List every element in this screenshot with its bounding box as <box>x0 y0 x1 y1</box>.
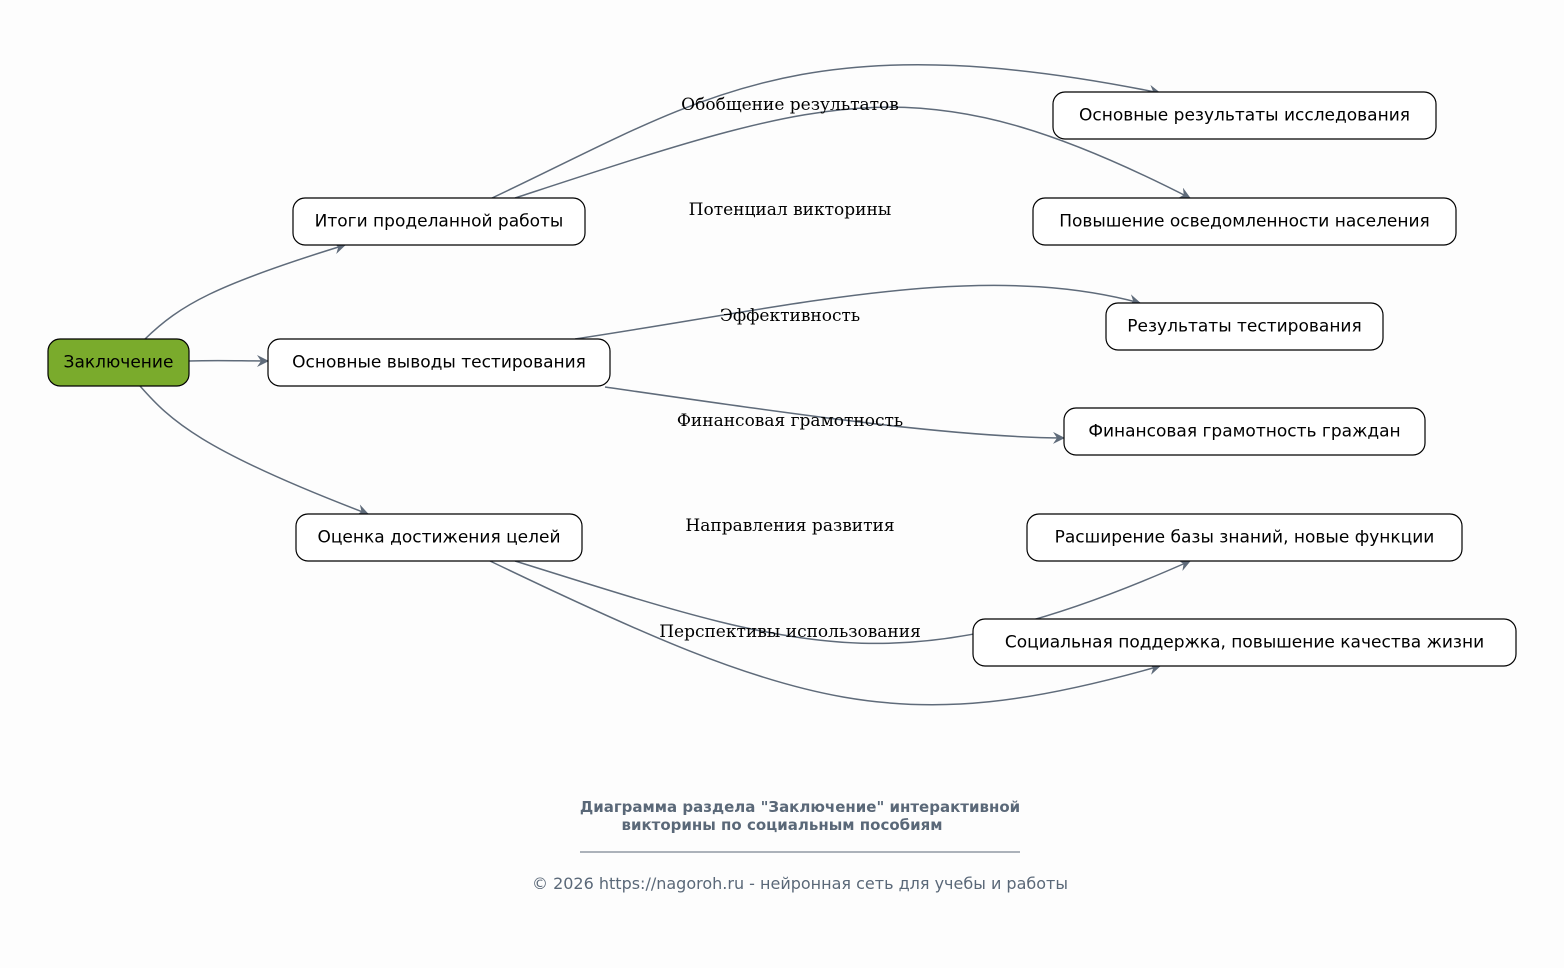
node-label: Результаты тестирования <box>1127 317 1361 337</box>
node-leaf[interactable]: Основные результаты исследования <box>1052 91 1437 140</box>
diagram-title-line1: Диаграмма раздела "Заключение" интеракти… <box>580 798 1020 816</box>
node-leaf[interactable]: Повышение осведомленности населения <box>1032 197 1457 246</box>
edge-results-to-awareness <box>514 106 1191 199</box>
edge-root-to-goals <box>139 385 369 516</box>
edge-conclusions-to-test-results <box>574 284 1141 340</box>
node-label: Расширение базы знаний, новые функции <box>1055 528 1435 548</box>
edge-label: Финансовая грамотность <box>677 411 903 431</box>
node-label: Основные выводы тестирования <box>292 353 586 373</box>
node-label: Итоги проделанной работы <box>315 212 564 232</box>
node-label: Финансовая грамотность граждан <box>1088 422 1400 442</box>
node-leaf[interactable]: Финансовая грамотность граждан <box>1063 407 1426 456</box>
node-branch[interactable]: Основные выводы тестирования <box>267 338 611 387</box>
node-label: Заключение <box>64 353 174 373</box>
edge-results-to-main-results <box>491 63 1161 199</box>
node-root[interactable]: Заключение <box>47 338 190 387</box>
node-leaf[interactable]: Социальная поддержка, повышение качества… <box>972 618 1517 667</box>
node-branch[interactable]: Оценка достижения целей <box>295 513 583 562</box>
edge-label: Направления развития <box>685 516 894 536</box>
edge-label: Перспективы использования <box>659 622 921 642</box>
node-leaf[interactable]: Результаты тестирования <box>1105 302 1384 351</box>
edge-label: Потенциал викторины <box>689 200 892 220</box>
node-label: Оценка достижения целей <box>317 528 560 548</box>
node-label: Основные результаты исследования <box>1079 106 1410 126</box>
edge-conclusions-to-literacy <box>604 386 1065 444</box>
node-label: Повышение осведомленности населения <box>1059 212 1430 232</box>
edge-label: Эффективность <box>720 306 860 326</box>
edge-goals-to-social-support <box>489 560 1161 706</box>
edge-root-to-results <box>144 242 346 340</box>
diagram-title-line2: викторины по социальным пособиям <box>621 816 942 834</box>
edge-goals-to-knowledge-base <box>514 559 1191 645</box>
node-leaf[interactable]: Расширение базы знаний, новые функции <box>1026 513 1463 562</box>
edge-label: Обобщение результатов <box>681 95 899 115</box>
node-branch[interactable]: Итоги проделанной работы <box>292 197 586 246</box>
node-label: Социальная поддержка, повышение качества… <box>1005 633 1484 653</box>
footer-copyright: © 2026 https://nagoroh.ru - нейронная се… <box>532 874 1068 893</box>
